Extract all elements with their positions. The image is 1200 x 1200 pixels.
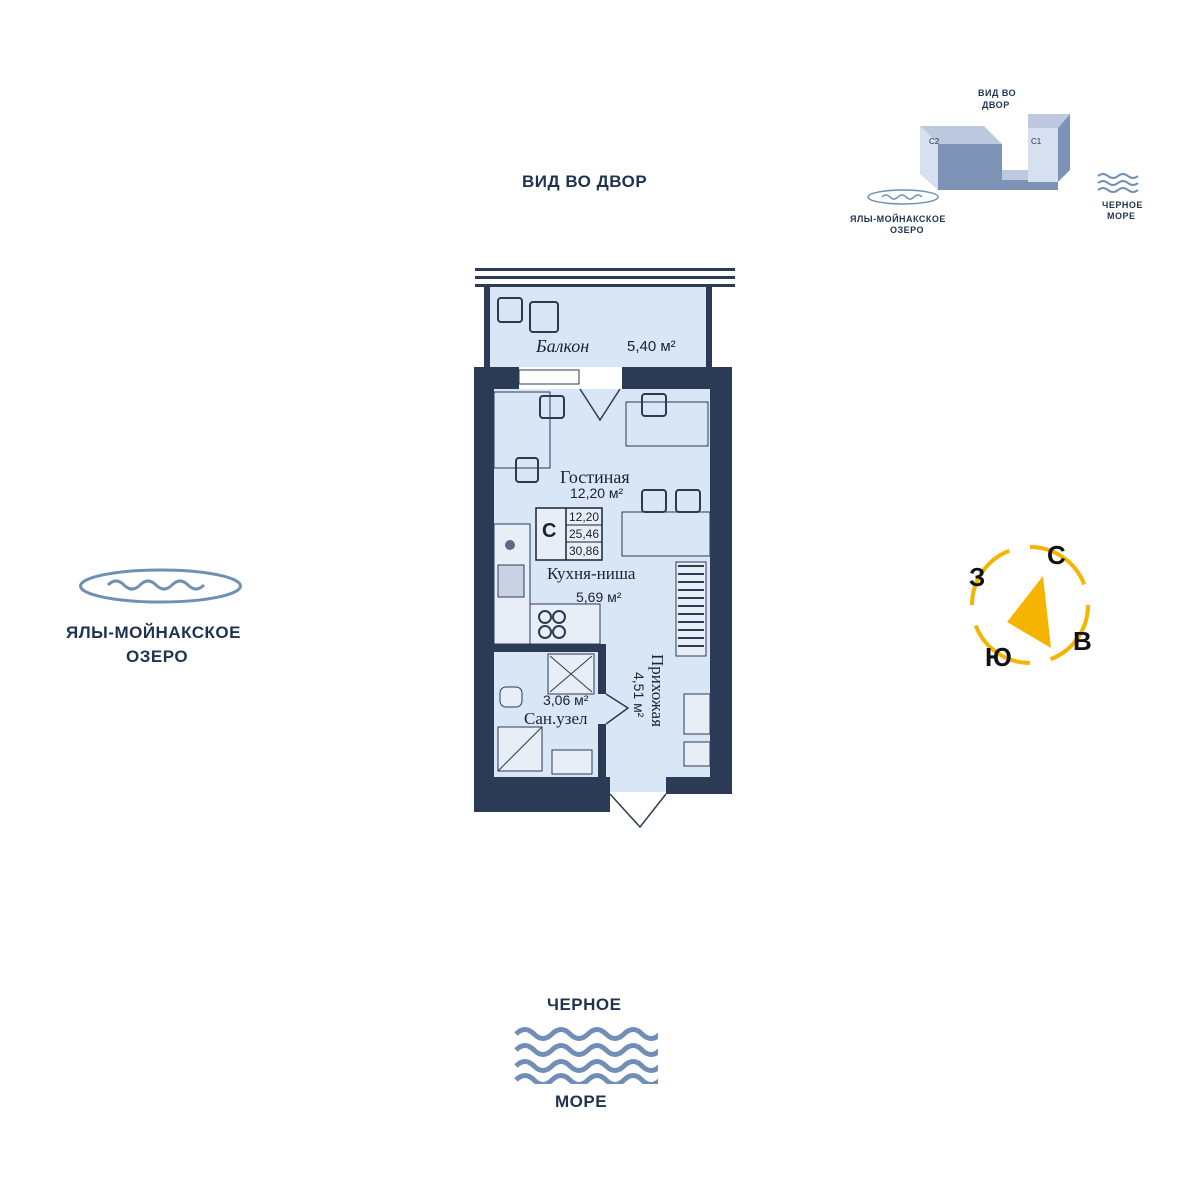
- compass-north: С: [1047, 540, 1067, 570]
- floor-plan-drawing: [474, 268, 735, 829]
- minimap-block-c1: С1: [1031, 137, 1042, 146]
- living-label: Гостиная: [560, 467, 630, 487]
- type-total-with-balcony: 30,86: [569, 544, 600, 558]
- bath-area: 3,06 м²: [543, 692, 589, 708]
- balcony-area: 5,40 м²: [627, 338, 676, 355]
- minimap: ВИД ВО ДВОР С2 С1 ЯЛЫ-МОЙНАКСКОЕ ОЗЕРО Ч…: [840, 80, 1160, 250]
- living-area: 12,20 м²: [570, 485, 624, 501]
- sea-label-line1: ЧЕРНОЕ: [547, 995, 622, 1014]
- type-total-area: 25,46: [569, 527, 600, 541]
- minimap-view-line2: ДВОР: [982, 100, 1010, 110]
- lake-label-line2: ОЗЕРО: [126, 647, 189, 666]
- sea-waves-icon: [512, 1024, 662, 1087]
- minimap-view-line1: ВИД ВО: [978, 88, 1017, 98]
- lake-label-line1: ЯЛЫ-МОЙНАКСКОЕ: [66, 623, 241, 642]
- minimap-block-c2: С2: [929, 137, 940, 146]
- minimap-sea-line1: ЧЕРНОЕ: [1102, 200, 1143, 210]
- minimap-lake-icon: [867, 189, 939, 205]
- compass-south: Ю: [985, 642, 1013, 672]
- sea-label-line2: МОРЕ: [555, 1092, 608, 1111]
- compass-east: В: [1073, 626, 1093, 656]
- minimap-buildings: [920, 114, 1070, 190]
- hall-label: Прихожая: [648, 654, 667, 727]
- floor-plan: Балкон 5,40 м² Гостиная 12,20 м² С 12,20…: [470, 262, 740, 832]
- kitchen-label: Кухня-ниша: [547, 564, 636, 583]
- type-letter: С: [542, 520, 557, 542]
- compass-west: З: [969, 562, 986, 592]
- compass-ring-icon: [970, 545, 1090, 665]
- type-living-area: 12,20: [569, 510, 600, 524]
- lake-icon: [78, 567, 243, 605]
- kitchen-area: 5,69 м²: [576, 589, 622, 605]
- hall-area: 4,51 м²: [631, 672, 647, 718]
- minimap-sea-icon: [1097, 173, 1139, 193]
- bath-label: Сан.узел: [524, 709, 588, 728]
- minimap-lake-line1: ЯЛЫ-МОЙНАКСКОЕ: [850, 214, 946, 224]
- compass: С В Ю З: [965, 540, 1095, 672]
- minimap-sea-line2: МОРЕ: [1107, 211, 1136, 221]
- balcony-label: Балкон: [536, 336, 590, 356]
- minimap-lake-line2: ОЗЕРО: [890, 225, 925, 235]
- view-label-top: ВИД ВО ДВОР: [522, 172, 648, 191]
